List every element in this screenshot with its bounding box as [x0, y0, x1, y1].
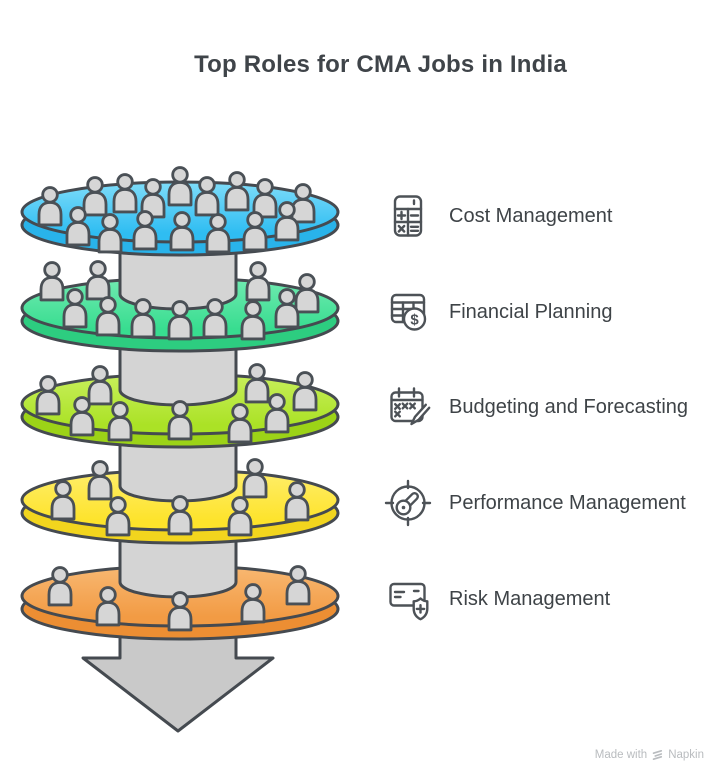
person-icon — [227, 403, 253, 444]
napkin-logo-icon — [652, 749, 663, 761]
person-icon — [274, 288, 300, 329]
person-icon — [240, 300, 266, 341]
calculator-icon — [384, 192, 432, 240]
person-icon — [242, 458, 268, 499]
person-icon — [245, 261, 271, 302]
person-icon — [167, 495, 193, 536]
person-icon — [169, 211, 195, 252]
person-icon — [167, 400, 193, 441]
person-icon — [85, 260, 111, 301]
calendar-pencil-icon — [384, 383, 432, 431]
layer-people — [37, 166, 316, 254]
role-item-performance-management: Performance Management — [384, 479, 686, 527]
dollar-sign: $ — [410, 311, 419, 328]
person-icon — [205, 213, 231, 254]
card-shield-plus-icon — [384, 575, 432, 623]
layer-people — [39, 260, 320, 341]
person-icon — [39, 261, 65, 302]
layer-people — [50, 458, 310, 537]
person-icon — [130, 298, 156, 339]
person-icon — [167, 166, 193, 207]
person-icon — [47, 566, 73, 607]
person-icon — [264, 393, 290, 434]
person-icon — [62, 288, 88, 329]
layer-people — [47, 565, 311, 632]
person-icon — [244, 363, 270, 404]
person-icon — [224, 171, 250, 212]
person-icon — [95, 586, 121, 627]
footer-brand: Napkin — [668, 749, 704, 761]
person-icon — [290, 183, 316, 224]
person-icon — [112, 173, 138, 214]
role-item-financial-planning: $ Financial Planning — [384, 288, 612, 336]
person-icon — [50, 480, 76, 521]
person-icon — [87, 365, 113, 406]
page-title: Top Roles for CMA Jobs in India — [194, 51, 567, 78]
role-item-cost-management: Cost Management — [384, 192, 612, 240]
person-icon — [252, 178, 278, 219]
role-label: Financial Planning — [449, 300, 613, 323]
role-label: Cost Management — [449, 204, 613, 227]
person-icon — [105, 496, 131, 537]
role-label: Performance Management — [449, 491, 686, 514]
person-icon — [132, 210, 158, 251]
person-icon — [95, 296, 121, 337]
person-icon — [227, 496, 253, 537]
person-icon — [82, 176, 108, 217]
person-icon — [285, 565, 311, 606]
person-icon — [35, 375, 61, 416]
person-icon — [274, 201, 300, 242]
person-icon — [240, 583, 266, 624]
person-icon — [69, 396, 95, 437]
role-item-budgeting-forecasting: Budgeting and Forecasting — [384, 383, 688, 431]
person-icon — [242, 211, 268, 252]
spreadsheet-dollar-icon: $ — [384, 288, 432, 336]
role-item-risk-management: Risk Management — [384, 575, 610, 623]
person-icon — [202, 298, 228, 339]
person-icon — [294, 273, 320, 314]
footer-text: Made with — [594, 749, 648, 761]
person-icon — [284, 481, 310, 522]
role-label: Budgeting and Forecasting — [449, 395, 689, 418]
person-icon — [167, 591, 193, 632]
gauge-target-icon — [384, 479, 432, 527]
person-icon — [97, 213, 123, 254]
person-icon — [87, 460, 113, 501]
person-icon — [37, 186, 63, 227]
role-label: Risk Management — [449, 587, 611, 610]
layer-people — [35, 363, 318, 444]
person-icon — [140, 178, 166, 219]
person-icon — [167, 300, 193, 341]
person-icon — [292, 371, 318, 412]
napkin-credit: Made with Napkin — [595, 749, 704, 761]
person-icon — [65, 206, 91, 247]
person-icon — [107, 401, 133, 442]
person-icon — [194, 176, 220, 217]
